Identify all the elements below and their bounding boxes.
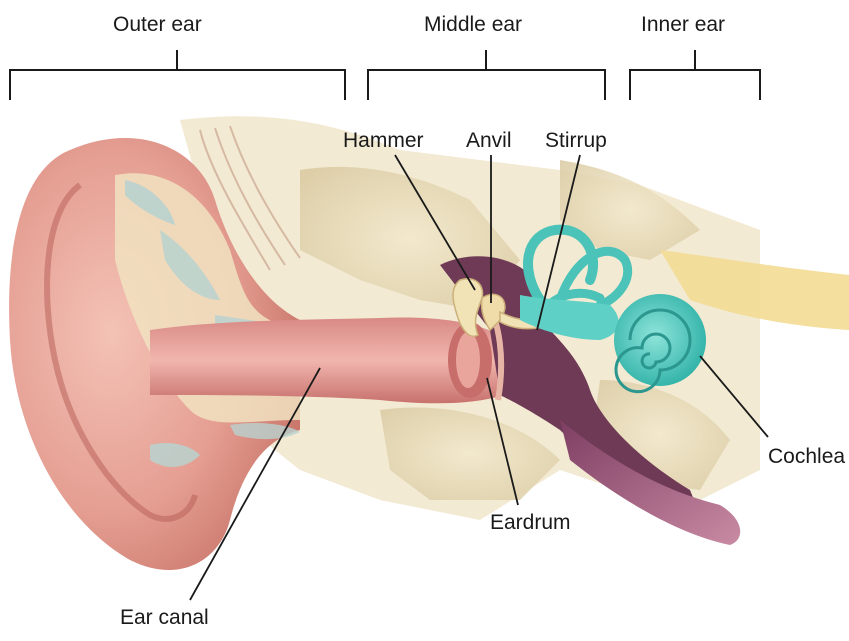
label-outer-ear: Outer ear [113,14,202,35]
label-eardrum: Eardrum [490,512,571,533]
label-inner-ear: Inner ear [641,14,725,35]
label-ear-canal: Ear canal [120,607,209,628]
bracket-middle-ear [368,50,605,100]
bracket-outer-ear [10,50,345,100]
label-stirrup: Stirrup [545,130,607,151]
ear-canal-shape [150,318,505,404]
label-middle-ear: Middle ear [424,14,522,35]
section-brackets [10,50,760,100]
bracket-inner-ear [630,50,760,100]
label-hammer: Hammer [343,130,424,151]
label-anvil: Anvil [466,130,512,151]
label-cochlea: Cochlea [768,446,845,467]
